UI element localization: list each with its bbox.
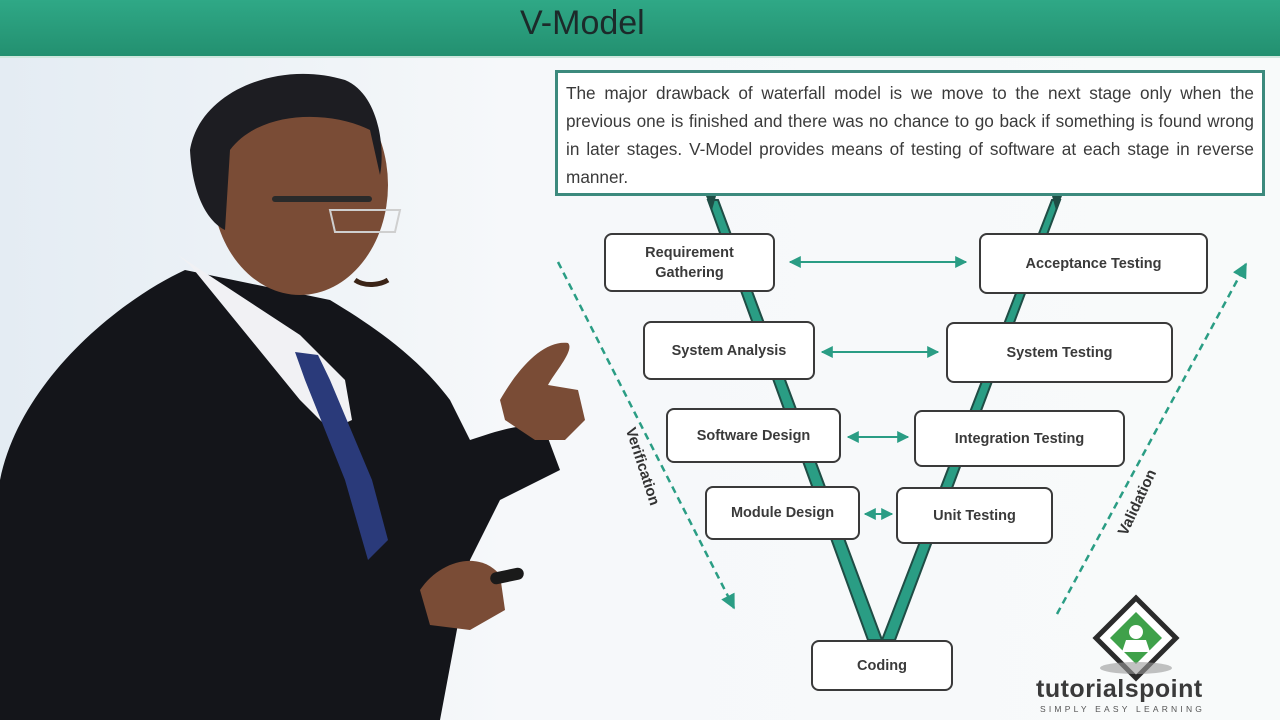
stage-module-design: Module Design: [705, 486, 860, 540]
presenter-hands: [420, 342, 585, 630]
presenter-head: [190, 73, 402, 295]
intro-text: The major drawback of waterfall model is…: [566, 83, 1254, 187]
stage-requirement-gathering: Requirement Gathering: [604, 233, 775, 292]
brand-name: tutorialspoint: [1036, 675, 1203, 703]
v-tip-left: [706, 196, 716, 210]
stage-acceptance-testing: Acceptance Testing: [979, 233, 1208, 294]
presenter: [0, 270, 560, 720]
verification-arrow: [556, 261, 736, 610]
presenter-clicker: [490, 567, 524, 585]
stage-integration-testing: Integration Testing: [914, 410, 1125, 467]
presenter-tie: [295, 352, 388, 560]
brand-tagline: SIMPLY EASY LEARNING: [1040, 704, 1206, 714]
stage-software-design: Software Design: [666, 408, 841, 463]
tutorialspoint-logo-icon: [1092, 594, 1180, 682]
v-tip-right: [1052, 196, 1062, 210]
stage-system-testing: System Testing: [946, 322, 1173, 383]
page-title: V-Model: [520, 4, 645, 42]
validation-arrow: [1055, 262, 1248, 615]
intro-text-box: The major drawback of waterfall model is…: [555, 70, 1265, 196]
stage-unit-testing: Unit Testing: [896, 487, 1053, 544]
header-bar: [0, 0, 1280, 58]
stage-coding: Coding: [811, 640, 953, 691]
stage-system-analysis: System Analysis: [643, 321, 815, 380]
